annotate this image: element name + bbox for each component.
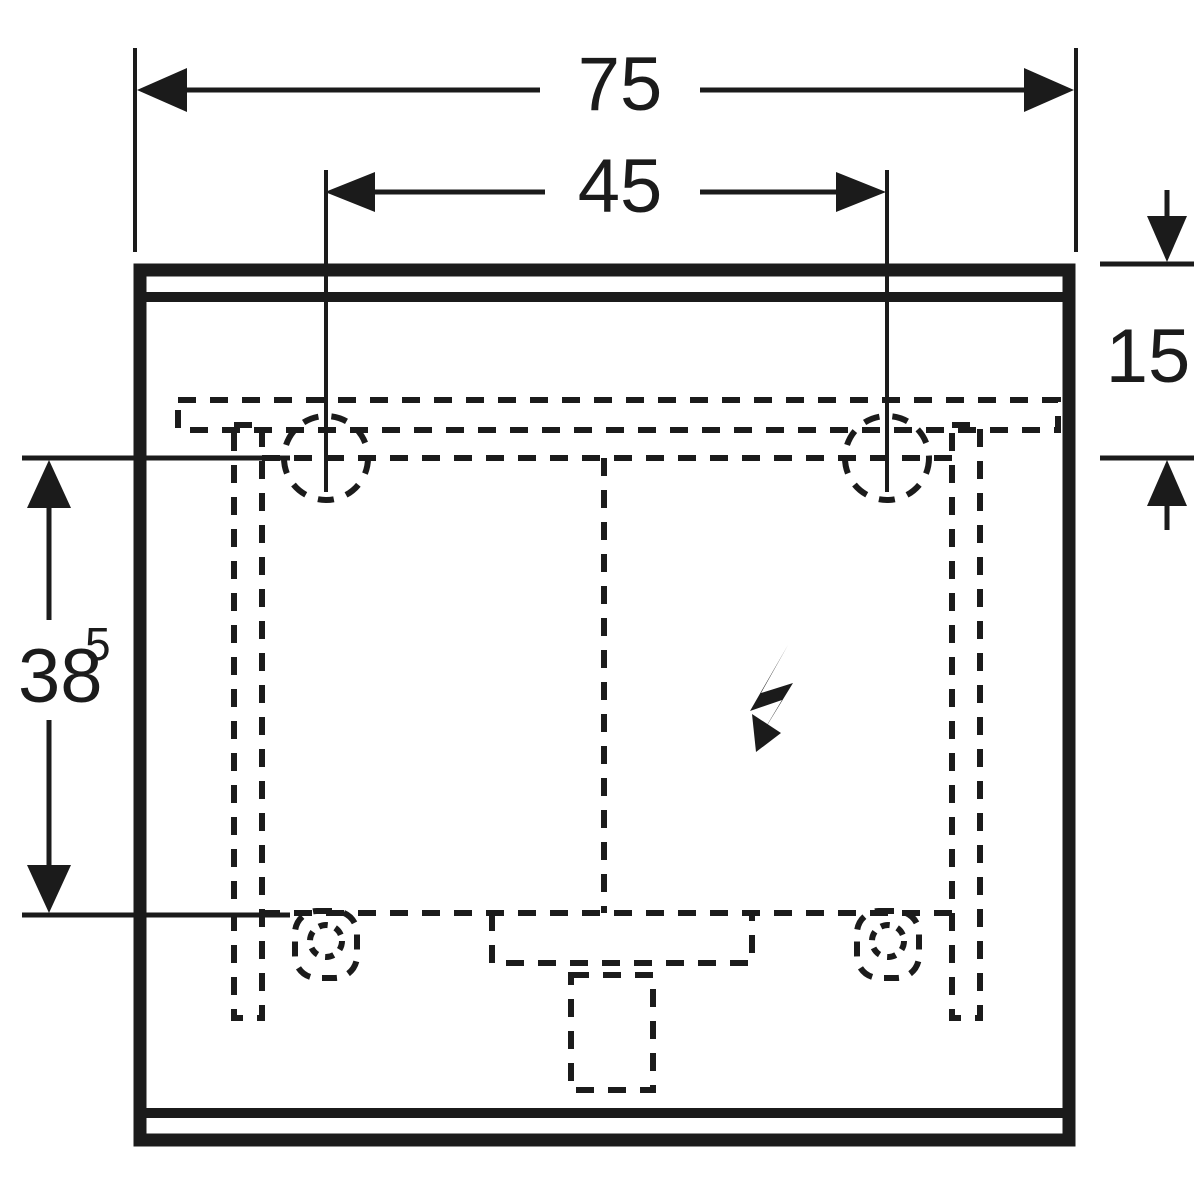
lower-fixing-hole-right-inner <box>869 922 907 960</box>
cable-outlet-outline <box>568 972 656 1093</box>
extension-lines <box>133 48 1078 252</box>
dimension-label-hanger-to-fixing: 38 <box>18 634 103 719</box>
mounting-holes-top <box>281 413 932 503</box>
lightning-bolt-icon <box>750 645 793 752</box>
inner-trim-lines <box>146 292 1063 1118</box>
dimension-hanger-to-fixing: 38 5 <box>18 455 290 918</box>
lower-fixing-hole-left <box>292 908 360 981</box>
junction-box-outline <box>489 913 755 966</box>
outer-body-outline <box>133 263 1076 1147</box>
mounting-hole-left <box>281 413 371 503</box>
dimension-overall-width: 75 <box>137 42 1074 127</box>
dimension-top-to-hanger: 15 <box>1100 190 1194 530</box>
hidden-internal-features <box>175 397 1061 1093</box>
arrowhead-385-top <box>27 460 71 508</box>
lower-fixing-hole-right <box>854 908 922 981</box>
arrowhead-75-right <box>1024 68 1074 112</box>
lightning-bolt-arrow-tip <box>752 714 781 752</box>
dimension-label-overall-width: 75 <box>578 42 663 127</box>
hanging-rail-bracket <box>175 397 1061 433</box>
dimension-label-top-to-hanger: 15 <box>1106 314 1191 399</box>
arrowhead-75-left <box>137 68 187 112</box>
lower-fixing-holes <box>292 908 922 981</box>
arrowhead-45-right <box>836 172 886 212</box>
cabinet-outer-rectangle <box>133 263 1076 1147</box>
dimension-label-hanger-to-fixing-superscript: 5 <box>85 618 111 670</box>
arrowhead-15-bottom <box>1147 460 1187 506</box>
arrowhead-45-left <box>325 172 375 212</box>
arrowhead-385-bottom <box>27 865 71 913</box>
lower-fixing-hole-left-inner <box>307 922 345 960</box>
dimension-hole-spacing: 45 <box>325 144 886 229</box>
dimension-label-hole-spacing: 45 <box>578 144 663 229</box>
mounting-hole-right <box>842 413 932 503</box>
vertical-channel-right <box>949 422 983 1021</box>
arrowhead-15-top <box>1147 216 1187 262</box>
vertical-channel-left <box>231 422 265 1021</box>
mounting-hole-centrelines <box>324 170 889 492</box>
lightning-bolt-glyph <box>750 645 793 745</box>
